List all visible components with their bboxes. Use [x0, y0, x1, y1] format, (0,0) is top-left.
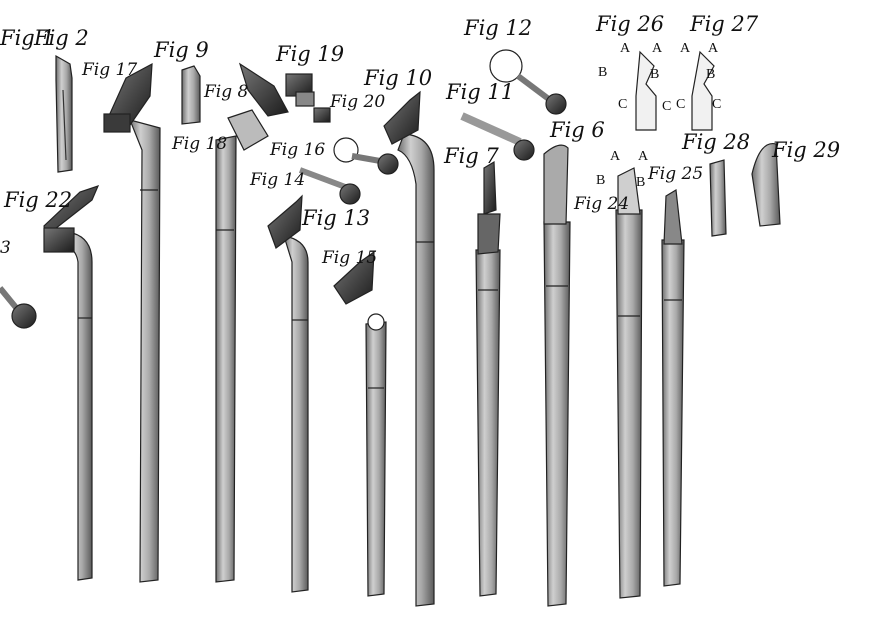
fig25-tool: [661, 189, 685, 587]
fig13-tool: [267, 194, 309, 593]
label-fig19: Fig 19: [276, 42, 345, 66]
fig12-link: [489, 49, 567, 115]
label-fig22: Fig 22: [4, 188, 73, 212]
fig17-tool: [103, 62, 161, 583]
label-fig10: Fig 10: [364, 66, 433, 90]
fig26-nib: [635, 50, 657, 131]
label-fig27: Fig 27: [690, 12, 759, 36]
fig27-point-a2: A: [708, 41, 719, 56]
fig28-blade: [709, 159, 727, 237]
fig6-tool: [543, 144, 571, 607]
label-fig25: Fig 25: [648, 164, 704, 184]
label-fig24: Fig 24: [574, 194, 630, 214]
fig24-point-a1: A: [610, 149, 621, 164]
label-fig7: Fig 7: [444, 144, 499, 168]
fig7-tool: [475, 160, 501, 597]
fig29-blade: [751, 142, 781, 227]
label-fig14: Fig 14: [250, 170, 306, 190]
fig27-point-a1: A: [680, 41, 691, 56]
fig27-nib: [691, 50, 715, 131]
fig24-point-a2: A: [638, 149, 649, 164]
label-fig9: Fig 9: [154, 38, 209, 62]
fig19-part: [285, 73, 331, 123]
fig18-tool: [215, 109, 269, 583]
fig26-point-b2: B: [650, 67, 660, 82]
fig24-point-b2: B: [636, 175, 646, 190]
fig26-point-a1: A: [620, 41, 631, 56]
fig26-point-a2: A: [652, 41, 663, 56]
fig10-tool: [383, 90, 435, 607]
fig26-point-c2: C: [662, 99, 672, 114]
fig24-point-b1: B: [596, 173, 606, 188]
label-fig11: Fig 11: [446, 80, 515, 104]
label-fig26: Fig 26: [596, 12, 665, 36]
label-fig15: Fig 15: [322, 248, 378, 268]
fig27-point-c2: C: [712, 97, 722, 112]
fig2-blade: [55, 54, 73, 173]
label-fig13: Fig 13: [302, 206, 371, 230]
fig11-link: [460, 112, 535, 161]
label-fig16: Fig 16: [270, 140, 326, 160]
fig26-point-b1: B: [598, 65, 608, 80]
fig3-partial-tool: [0, 286, 37, 329]
label-fig12: Fig 12: [464, 16, 533, 40]
fig16-yoke: [298, 137, 399, 205]
fig9-chisel: [181, 65, 201, 125]
fig15-tool: [333, 250, 387, 597]
label-fig18: Fig 18: [172, 134, 228, 154]
label-fig29: Fig 29: [772, 138, 841, 162]
fig27-point-c1: C: [676, 97, 686, 112]
label-fig1: Fig 1: [0, 26, 55, 50]
label-fig6: Fig 6: [550, 118, 605, 142]
fig27-point-b: B: [706, 67, 716, 82]
label-fig17: Fig 17: [82, 60, 138, 80]
label-fig28: Fig 28: [682, 130, 751, 154]
fig22-tool: [43, 185, 100, 581]
label-fig8: Fig 8: [204, 82, 249, 102]
label-fig20: Fig 20: [330, 92, 386, 112]
fig26-point-c1: C: [618, 97, 628, 112]
label-fig3: 3: [0, 238, 11, 258]
label-fig2: Fig 2: [34, 26, 89, 50]
fig8-blade: [238, 62, 289, 117]
fig24-tool: [615, 167, 643, 599]
